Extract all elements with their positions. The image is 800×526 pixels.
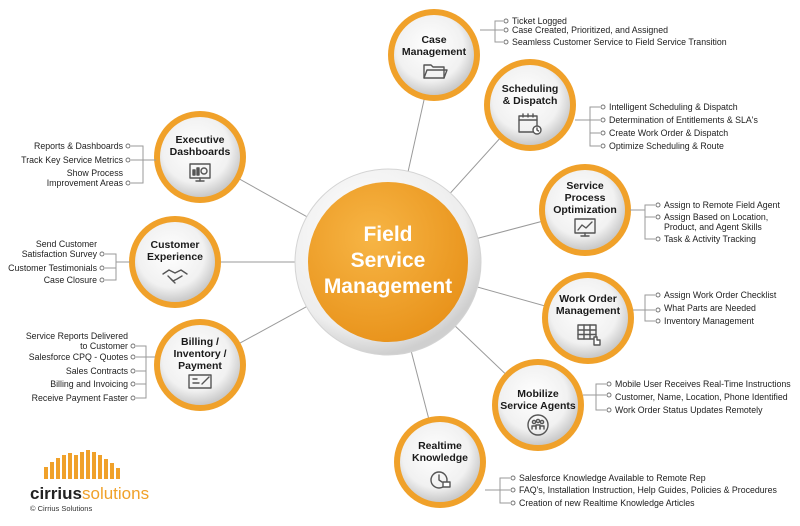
list-item: Salesforce Knowledge Available to Remote… bbox=[519, 473, 706, 483]
list-item: Reports & Dashboards bbox=[34, 141, 123, 151]
service-process-optimization-title: Service Process Optimization bbox=[553, 180, 617, 216]
brand-logo-text: cirriussolutions bbox=[30, 484, 149, 504]
list-item: Mobile User Receives Real-Time Instructi… bbox=[615, 379, 791, 389]
title-line: Optimization bbox=[553, 204, 617, 216]
cirrius-logo-mark bbox=[44, 450, 120, 479]
node-customer-experience bbox=[129, 216, 221, 308]
keypad-hand-icon bbox=[577, 324, 601, 346]
list-item: Salesforce CPQ - Quotes bbox=[28, 352, 128, 362]
list-item: Customer, Name, Location, Phone Identifi… bbox=[615, 392, 788, 402]
copyright-text: © Cirrius Solutions bbox=[30, 504, 93, 513]
brand-name-part1: cirrius bbox=[30, 484, 82, 503]
brand-name-part2: solutions bbox=[81, 484, 150, 503]
case-management-title: Case Management bbox=[402, 34, 466, 58]
list-item: Case Created, Prioritized, and Assigned bbox=[512, 25, 668, 35]
list-item: Service Reports Delivered bbox=[25, 331, 128, 341]
item-dots bbox=[99, 18, 661, 506]
title-line: Process bbox=[564, 192, 606, 204]
list-item: Create Work Order & Dispatch bbox=[609, 128, 729, 138]
list-item: Work Order Status Updates Remotely bbox=[615, 405, 763, 415]
list-item: Satisfaction Survey bbox=[21, 249, 97, 259]
list-item: Send Customer bbox=[35, 239, 97, 249]
node-executive-dashboards bbox=[154, 111, 246, 203]
list-item: Receive Payment Faster bbox=[31, 393, 128, 403]
title-line: Dashboards bbox=[169, 146, 231, 158]
billing-inventory-payment-title: Billing / Inventory / Payment bbox=[173, 336, 226, 372]
title-line: Case bbox=[421, 34, 447, 46]
list-item: Billing and Invoicing bbox=[50, 379, 128, 389]
work-order-management-title: Work Order Management bbox=[556, 293, 620, 317]
folder-icon bbox=[423, 64, 448, 79]
center-title: Field Service Management bbox=[313, 222, 463, 300]
node-circles bbox=[129, 9, 634, 508]
list-item: Track Key Service Metrics bbox=[21, 155, 123, 165]
list-item: Sales Contracts bbox=[65, 366, 128, 376]
title-line: Service Agents bbox=[500, 400, 576, 412]
title-line: Executive bbox=[175, 134, 225, 146]
title-line: Service bbox=[566, 180, 604, 192]
list-item: Optimize Scheduling & Route bbox=[609, 141, 724, 151]
title-line: Payment bbox=[178, 360, 222, 372]
title-line: Inventory / bbox=[173, 348, 227, 360]
title-line: Realtime bbox=[418, 440, 462, 452]
mobilize-service-agents-title: Mobilize Service Agents bbox=[500, 388, 575, 412]
list-item: Determination of Entitlements & SLA's bbox=[609, 115, 758, 125]
node-service-process-optimization bbox=[539, 164, 631, 256]
title-line: Knowledge bbox=[411, 452, 469, 464]
scheduling-dispatch-title: Scheduling & Dispatch bbox=[502, 83, 559, 107]
list-item: Assign to Remote Field Agent bbox=[664, 200, 780, 210]
title-line: Billing / bbox=[181, 336, 219, 348]
center-hub bbox=[294, 168, 482, 356]
list-item: Case Closure bbox=[43, 275, 97, 285]
node-billing-inventory-payment bbox=[154, 319, 246, 411]
list-item: Ticket Logged bbox=[512, 16, 567, 26]
list-item: Assign Work Order Checklist bbox=[664, 290, 777, 300]
agents-group-icon bbox=[527, 414, 549, 436]
list-item: to Customer bbox=[80, 341, 128, 351]
node-scheduling-dispatch bbox=[484, 59, 576, 151]
title-line: Customer bbox=[150, 239, 200, 251]
list-item: Seamless Customer Service to Field Servi… bbox=[512, 37, 727, 47]
list-item: Assign Based on Location, bbox=[664, 212, 769, 222]
list-item: What Parts are Needed bbox=[664, 303, 756, 313]
center-title-line: Field bbox=[363, 223, 413, 246]
executive-dashboards-title: Executive Dashboards bbox=[170, 134, 231, 158]
title-line: Experience bbox=[146, 251, 204, 263]
list-item: Intelligent Scheduling & Dispatch bbox=[609, 102, 738, 112]
list-item: Product, and Agent Skills bbox=[664, 222, 762, 232]
list-item: Inventory Management bbox=[664, 316, 754, 326]
check-payment-icon bbox=[188, 374, 212, 389]
center-title-line: Service bbox=[350, 249, 426, 272]
list-item: Improvement Areas bbox=[46, 178, 123, 188]
node-mobilize-service-agents bbox=[492, 359, 584, 451]
calendar-icon bbox=[518, 113, 542, 135]
title-line: Management bbox=[401, 46, 467, 58]
node-work-order-management bbox=[542, 272, 634, 364]
center-title-line: Management bbox=[323, 275, 453, 298]
title-line: Scheduling bbox=[501, 83, 559, 95]
title-line: Work Order bbox=[559, 293, 617, 305]
item-connectors bbox=[105, 20, 655, 504]
clock-truck-icon bbox=[430, 471, 451, 489]
title-line: & Dispatch bbox=[502, 95, 558, 107]
node-realtime-knowledge bbox=[394, 416, 486, 508]
list-item: FAQ's, Installation Instruction, Help Gu… bbox=[519, 485, 777, 495]
title-line: Management bbox=[555, 305, 621, 317]
title-line: Mobilize bbox=[517, 388, 559, 400]
list-item: Creation of new Realtime Knowledge Artic… bbox=[519, 498, 695, 508]
list-item: Task & Activity Tracking bbox=[664, 234, 756, 244]
list-item: Customer Testimonials bbox=[8, 263, 97, 273]
handshake-icon bbox=[162, 269, 188, 284]
line-chart-monitor-icon bbox=[574, 218, 596, 237]
customer-experience-title: Customer Experience bbox=[147, 239, 203, 263]
node-case-management bbox=[388, 9, 480, 101]
realtime-knowledge-title: Realtime Knowledge bbox=[412, 440, 468, 464]
list-item: Show Process bbox=[66, 168, 123, 178]
dashboard-monitor-icon bbox=[189, 163, 211, 182]
